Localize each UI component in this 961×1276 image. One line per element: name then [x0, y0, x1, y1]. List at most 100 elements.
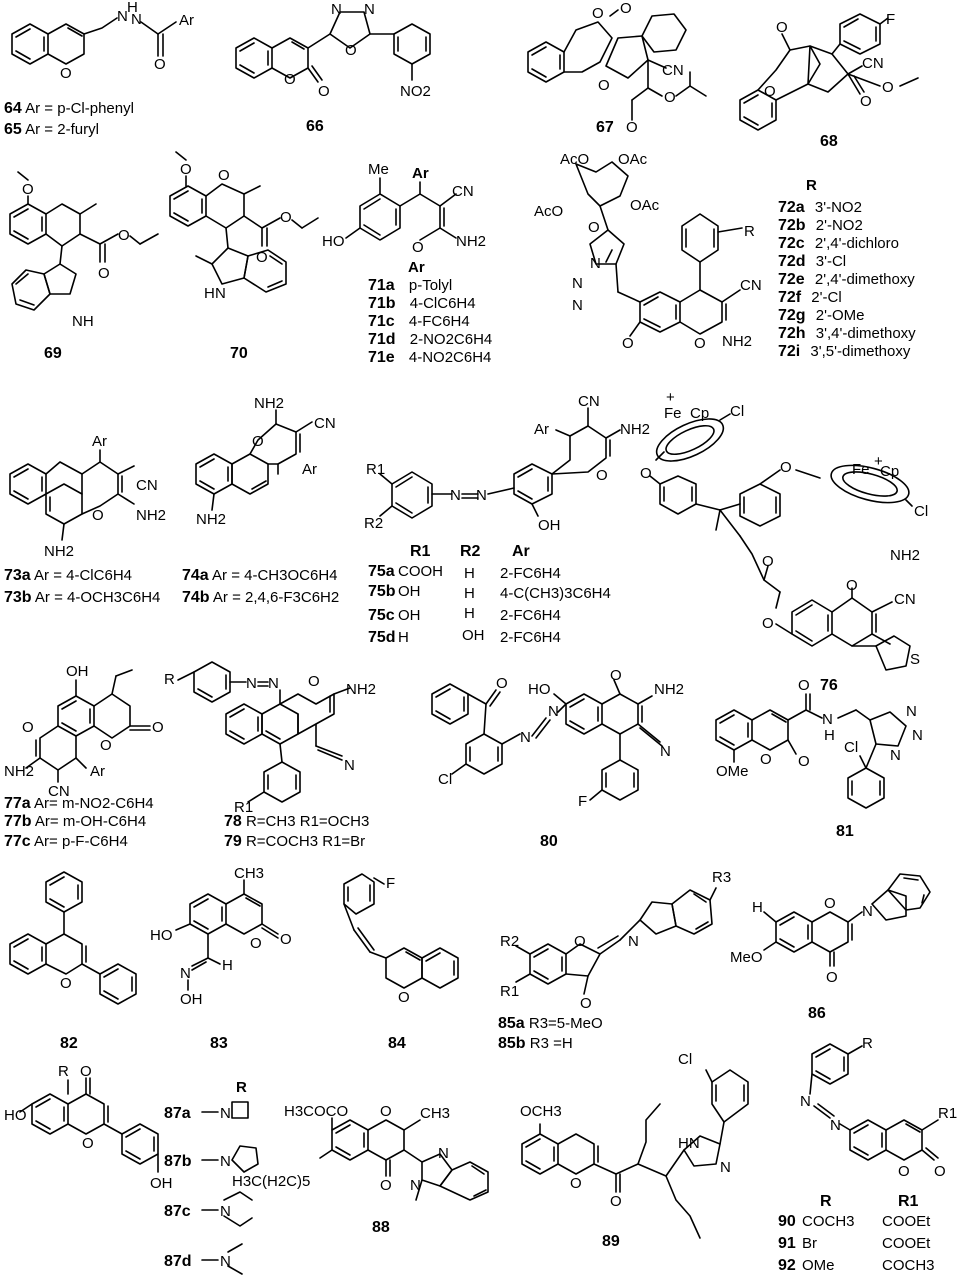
atom-label: H: [222, 957, 233, 974]
atom-label: OH: [66, 663, 89, 680]
atom-label: N: [800, 1093, 811, 1110]
atom-label: N: [660, 743, 671, 760]
atom-label: O: [762, 553, 774, 570]
atom-label: N: [548, 703, 559, 720]
svg-text:75c: 75c: [368, 607, 395, 624]
atom-label: O: [118, 227, 130, 244]
compound-label: 73a Ar = 4-ClC6H4: [4, 567, 132, 584]
atom-label: N: [246, 675, 257, 692]
atom-label: O: [218, 167, 230, 184]
table-row: 92 OMe COCH3: [778, 1257, 935, 1274]
atom-label: O: [762, 615, 774, 632]
compound-label: 72f 2'-Cl: [778, 289, 842, 306]
atom-label: HO: [528, 681, 551, 698]
compound-72-structure: R R AcO OAc AcO OAc O N N N CN O O NH2 7…: [534, 151, 916, 360]
svg-text:H: H: [464, 565, 475, 582]
atom-label: O: [760, 751, 772, 768]
atom-label: O: [380, 1177, 392, 1194]
atom-label: O: [610, 1193, 622, 1210]
atom-label: NO2: [400, 83, 431, 100]
compound-80-structure: O HO O NH2 N N N Cl F 80: [431, 667, 684, 850]
compound-label: 71e 4-NO2C6H4: [368, 349, 491, 366]
atom-label: O: [496, 675, 508, 692]
atom-label: N: [572, 275, 583, 292]
atom-label: O: [250, 935, 262, 952]
atom-label: N: [180, 965, 191, 982]
atom-label: N: [344, 757, 355, 774]
atom-label: CN: [48, 783, 70, 800]
atom-label: O: [596, 467, 608, 484]
atom-label: NH2: [44, 543, 74, 560]
atom-label: NH2: [456, 233, 486, 250]
atom-label: O: [882, 79, 894, 96]
atom-label: O: [622, 335, 634, 352]
atom-label: N: [830, 1117, 841, 1134]
atom-label: N: [220, 1203, 231, 1220]
compound-label: 77b Ar= m-OH-C6H4: [4, 813, 146, 830]
compound-label: 82: [60, 1035, 78, 1052]
atom-label: R: [806, 177, 817, 194]
atom-label: NH2: [346, 681, 376, 698]
atom-label: N: [590, 255, 601, 272]
compound-label: 71c 4-FC6H4: [368, 313, 470, 330]
atom-label: R1: [500, 983, 519, 1000]
compound-88-structure: H3COCO O CH3 H3C(H2C)5 O N N 88: [232, 1103, 489, 1236]
compound-71-structure: Me Ar CN HO O NH2 Ar 71a p-Tolyl 71b 4-C…: [322, 161, 492, 366]
atom-label: NH2: [654, 681, 684, 698]
atom-label: NH2: [890, 547, 920, 564]
atom-label: N: [476, 487, 487, 504]
atom-label: O: [82, 1135, 94, 1152]
atom-label: Cp: [690, 405, 709, 422]
atom-label: Fe: [664, 405, 682, 422]
atom-label: H3COCO: [284, 1103, 348, 1120]
compound-82-structure: O 82: [9, 871, 137, 1052]
atom-label: O: [256, 249, 268, 266]
atom-label: N: [720, 1159, 731, 1176]
atom-label: O: [22, 719, 34, 736]
atom-label: +: [874, 453, 883, 470]
svg-text:4-C(CH3)3C6H4: 4-C(CH3)3C6H4: [500, 585, 611, 602]
atom-label: Ar: [302, 461, 317, 478]
svg-text:Br: Br: [802, 1235, 817, 1252]
atom-label: CH3: [234, 865, 264, 882]
compound-label: 87a: [164, 1105, 191, 1122]
atom-label: N: [572, 297, 583, 314]
atom-label: CN: [314, 415, 336, 432]
compound-label: 79 R=COCH3 R1=Br: [224, 833, 365, 850]
compound-label: 72d 3'-Cl: [778, 253, 846, 270]
svg-text:COCH3: COCH3: [802, 1213, 855, 1230]
atom-label: O: [80, 1063, 92, 1080]
atom-label: O: [98, 265, 110, 282]
atom-label: Cl: [438, 771, 452, 788]
atom-label: Ar: [408, 259, 425, 276]
atom-label: Fe: [852, 461, 870, 478]
atom-label: O: [860, 93, 872, 110]
svg-text:75b: 75b: [368, 583, 396, 600]
atom-label: N: [117, 8, 128, 25]
atom-label: O: [588, 219, 600, 236]
compound-label: 70: [230, 345, 248, 362]
atom-label: OAc: [630, 197, 660, 214]
compound-label: 87d: [164, 1253, 192, 1270]
compound-label: 67: [596, 119, 614, 136]
atom-label: Ar: [179, 12, 194, 29]
atom-label: N: [520, 729, 531, 746]
atom-label: O: [934, 1163, 946, 1180]
atom-label: R1: [234, 799, 253, 816]
atom-label: N: [890, 747, 901, 764]
svg-text:OH: OH: [398, 583, 421, 600]
atom-label: N: [131, 11, 142, 28]
atom-label: Cl: [844, 739, 858, 756]
atom-label: O: [92, 507, 104, 524]
compound-label: 87c: [164, 1203, 191, 1220]
atom-label: N: [220, 1105, 231, 1122]
atom-label: Ar: [92, 433, 107, 450]
svg-text:92: 92: [778, 1257, 796, 1274]
atom-label: NH2: [196, 511, 226, 528]
atom-label: +: [666, 389, 675, 406]
atom-label: Cl: [730, 403, 744, 420]
atom-label: R3: [712, 869, 731, 886]
atom-label: O: [764, 83, 776, 100]
compound-73-structure: Ar CN NH2 O NH2 73a Ar = 4-ClC6H4 73b Ar…: [4, 433, 166, 606]
compound-label: 72i 3',5'-dimethoxy: [778, 343, 911, 360]
